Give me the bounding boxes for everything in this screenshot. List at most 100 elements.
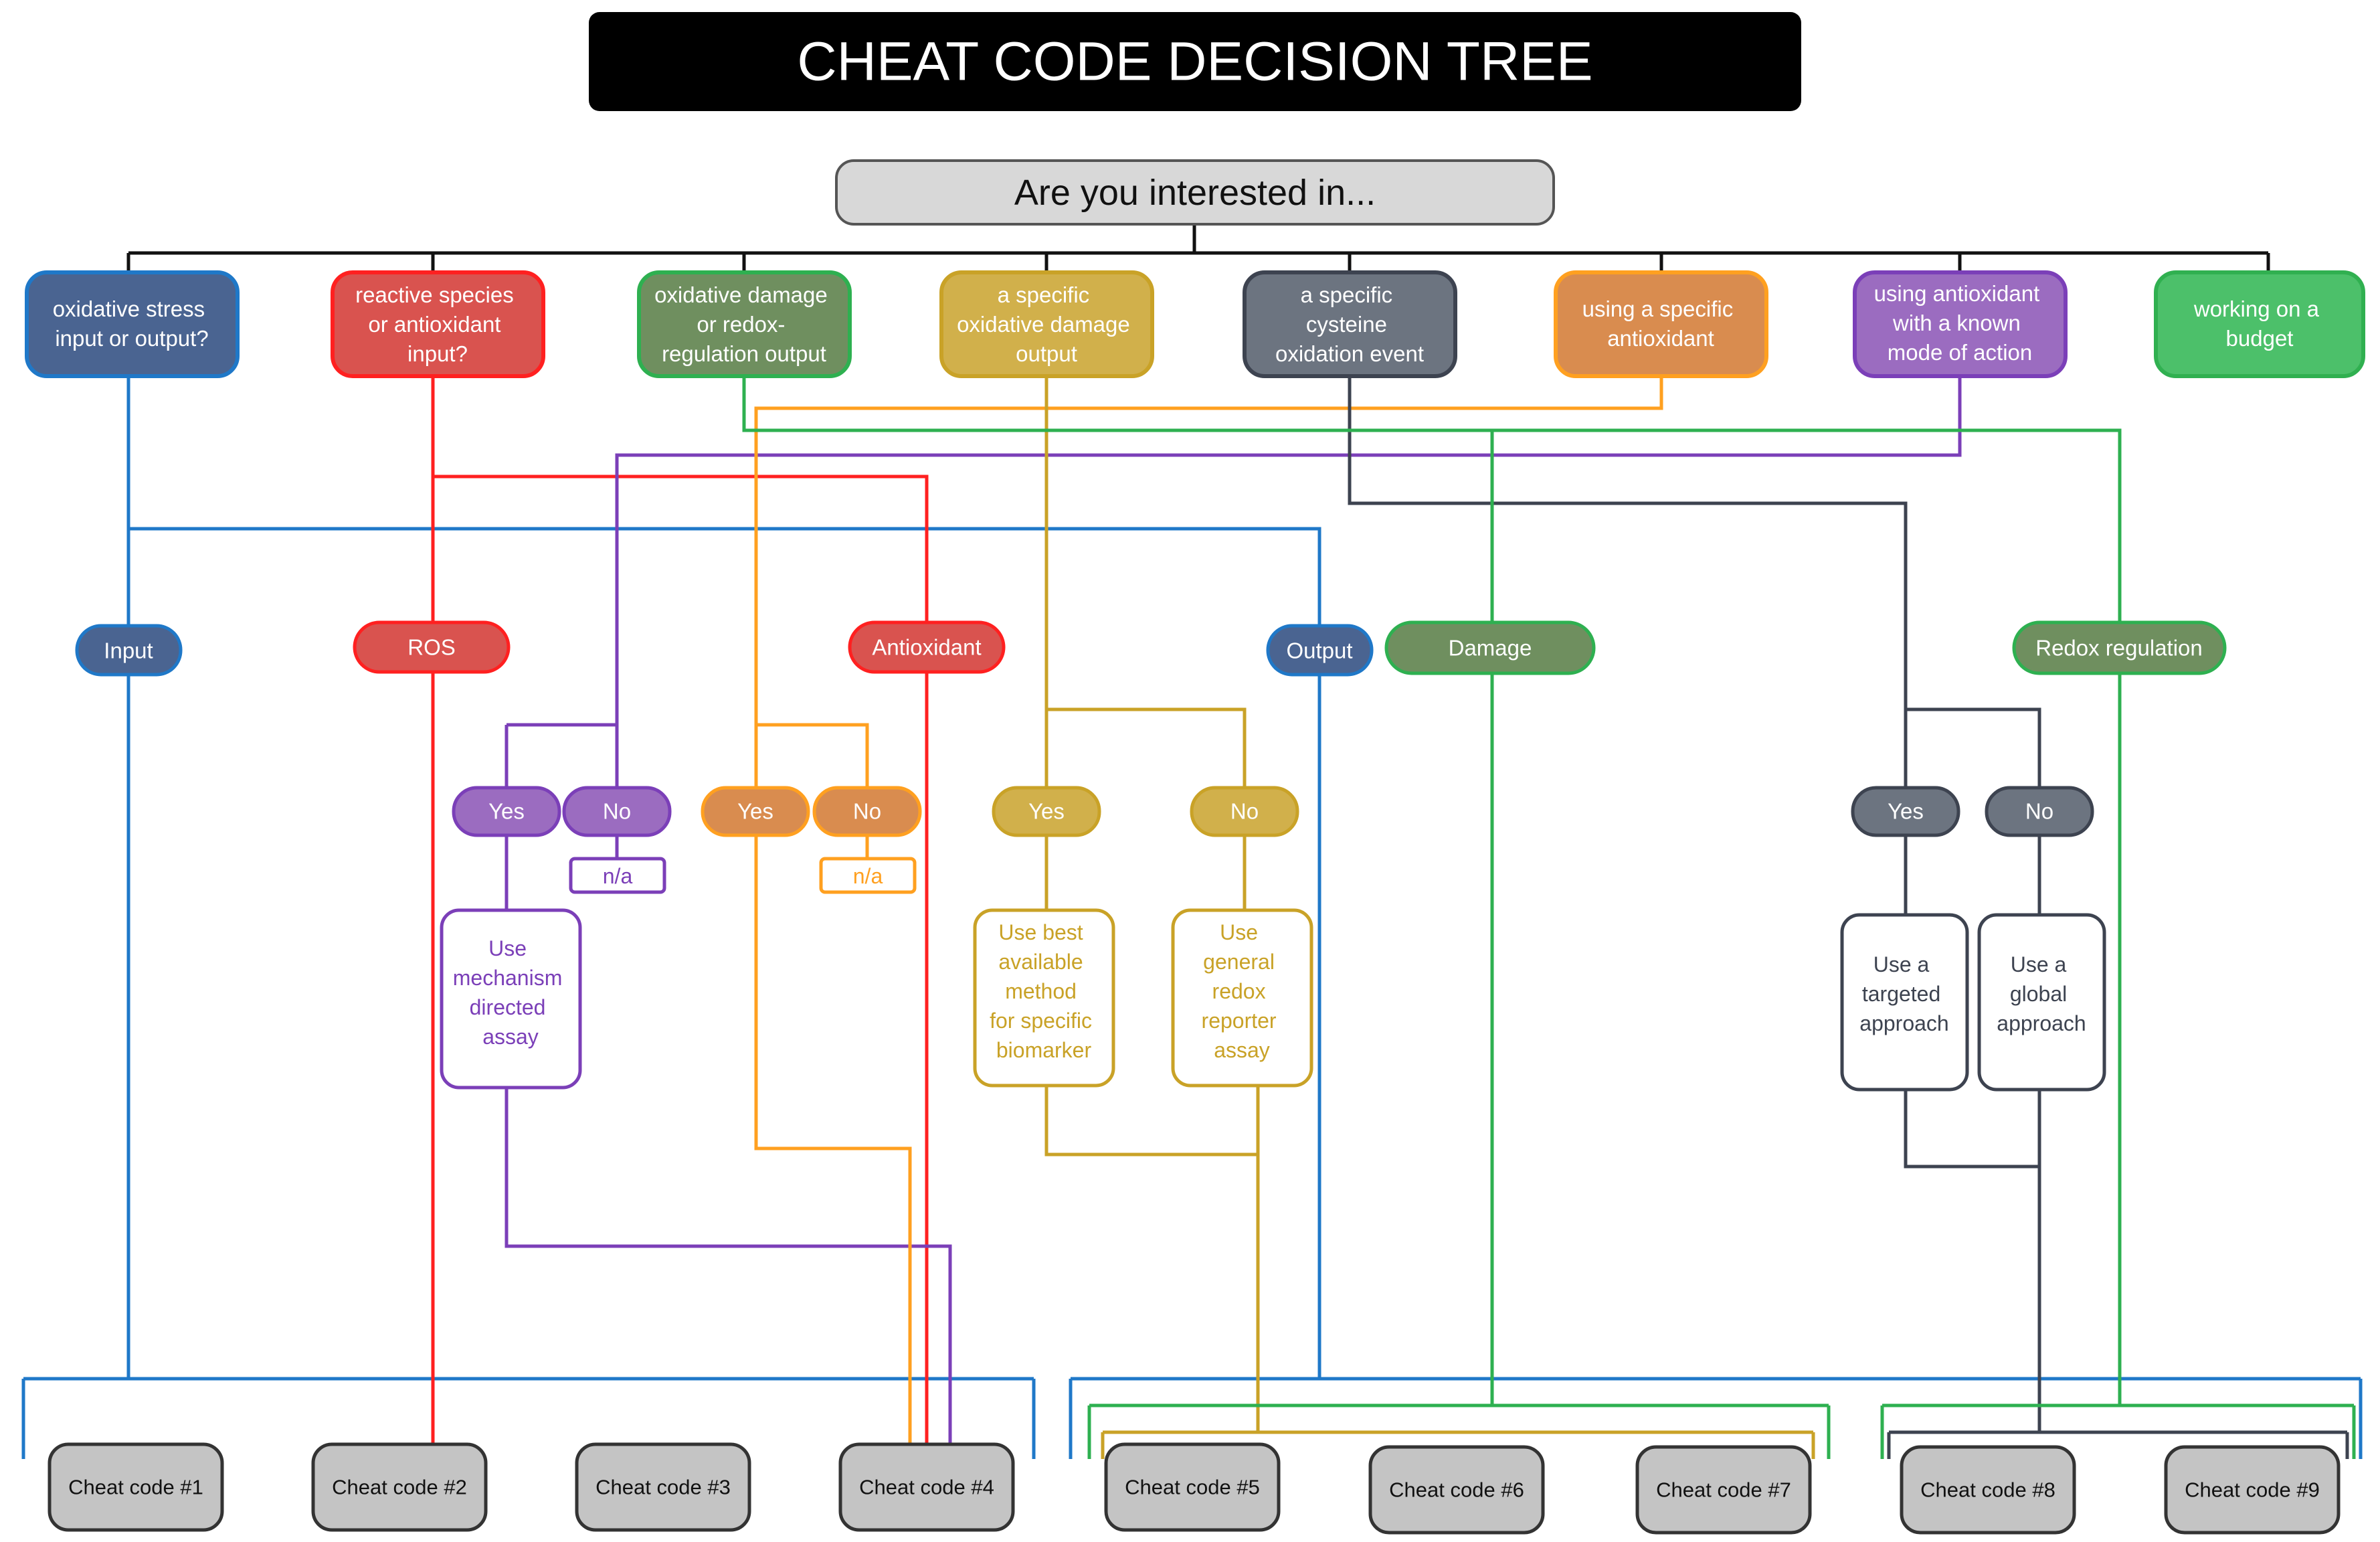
outcome-line: Use a	[2011, 952, 2067, 976]
outcome-line: mechanism	[453, 966, 563, 990]
outcome-line: reporter	[1202, 1009, 1277, 1033]
blue-paths	[21, 375, 2363, 1459]
root-question-box: Are you interested in...	[835, 159, 1555, 226]
subcategory-row: Input ROS Antioxidant Output Damage Redo…	[75, 620, 2227, 677]
outcome-line: biomarker	[996, 1038, 1092, 1062]
category-line: regulation output	[662, 341, 826, 366]
outcome-line: Use	[488, 936, 527, 960]
purple-no-label: No	[603, 799, 631, 824]
category-line: output	[1016, 341, 1077, 366]
outcome-boxes: Use mechanism directed assay Use best av…	[440, 908, 2106, 1092]
slate-yes-pill	[1851, 786, 1960, 837]
category-line: reactive species	[355, 282, 514, 307]
global-outcome-text: Use a global approach	[1997, 952, 2086, 1035]
na-boxes: n/a n/a	[569, 857, 917, 894]
damage-pill-label: Damage	[1449, 636, 1532, 661]
general-reporter-outcome-text: Use general redox reporter assay	[1202, 920, 1283, 1062]
outcome-line: Use a	[1873, 952, 1930, 976]
slate-no-pill	[1985, 786, 2094, 837]
purple-na-box	[569, 857, 666, 894]
root-question-text: Are you interested in...	[1014, 173, 1376, 213]
gold-yes-label: Yes	[1028, 799, 1065, 824]
cheat-code-8-box	[1900, 1445, 2076, 1535]
title-text: CHEAT CODE DECISION TREE	[797, 31, 1592, 92]
category-line: input or output?	[55, 326, 208, 351]
targeted-outcome-text: Use a targeted approach	[1859, 952, 1948, 1035]
cheat-code-9-box	[2164, 1445, 2341, 1535]
title-banner: CHEAT CODE DECISION TREE	[589, 12, 1801, 111]
category-specific-damage-box	[939, 270, 1154, 378]
root-bar	[126, 224, 2270, 274]
category-oxidative-damage-box	[637, 270, 852, 378]
category-specific-cysteine-text: a specific cysteine oxidation event	[1275, 282, 1424, 366]
outcome-line: targeted	[1862, 982, 1940, 1006]
ros-pill	[353, 620, 511, 674]
cheat-code-1-label: Cheat code #1	[68, 1476, 203, 1499]
purple-paths	[505, 376, 1962, 1444]
category-known-moa-text: using antioxidant with a known mode of a…	[1874, 281, 2046, 365]
category-line: oxidative stress	[53, 296, 205, 321]
orange-paths	[754, 376, 1663, 1444]
outcome-line: available	[998, 950, 1083, 974]
cheat-code-7-box	[1635, 1445, 1812, 1535]
category-reactive-species-text: reactive species or antioxidant input?	[355, 282, 520, 366]
antioxidant-pill-label: Antioxidant	[872, 635, 981, 660]
category-line: budget	[2226, 326, 2294, 351]
cheat-code-3-label: Cheat code #3	[596, 1476, 731, 1499]
outcome-line: assay	[482, 1025, 539, 1049]
cheat-code-5-label: Cheat code #5	[1125, 1476, 1260, 1499]
output-pill	[1266, 624, 1374, 677]
orange-yes-label: Yes	[737, 799, 773, 824]
cheat-code-9-label: Cheat code #9	[2185, 1478, 2320, 1502]
orange-na-label: n/a	[853, 864, 883, 888]
category-line: oxidative damage	[957, 312, 1130, 337]
redox-regulation-pill	[2012, 620, 2227, 675]
cheat-code-8-label: Cheat code #8	[1920, 1478, 2055, 1502]
category-line: antioxidant	[1607, 326, 1714, 351]
outcome-line: for specific	[990, 1009, 1092, 1033]
category-specific-damage-text: a specific oxidative damage output	[957, 282, 1136, 366]
category-oxidative-stress-text: oxidative stress input or output?	[53, 296, 211, 351]
mechanism-outcome-box	[440, 908, 582, 1090]
category-line: a specific	[998, 282, 1090, 307]
category-reactive-species-box	[331, 270, 545, 378]
cheat-code-4-label: Cheat code #4	[859, 1476, 994, 1499]
purple-yes-label: Yes	[488, 799, 525, 824]
category-row: oxidative stress input or output? reacti…	[25, 270, 2365, 378]
input-pill-label: Input	[104, 638, 153, 663]
purple-yes-pill	[452, 786, 561, 837]
category-specific-cysteine-box	[1243, 270, 1457, 378]
antioxidant-pill	[848, 620, 1006, 674]
category-oxidative-damage-text: oxidative damage or redox- regulation ou…	[654, 282, 834, 366]
category-line: with a known	[1892, 311, 2021, 335]
slate-no-label: No	[2025, 799, 2053, 824]
slate-yes-label: Yes	[1888, 799, 1924, 824]
category-line: cysteine	[1306, 312, 1387, 337]
targeted-outcome-box	[1840, 913, 1969, 1092]
cheat-code-row: Cheat code #1 Cheat code #2 Cheat code #…	[48, 1442, 2341, 1535]
category-line: working on a	[2193, 296, 2320, 321]
cheat-code-6-label: Cheat code #6	[1389, 1478, 1524, 1502]
outcome-line: directed	[470, 995, 546, 1019]
cheat-code-4-box	[838, 1442, 1015, 1532]
category-line: or redox-	[697, 312, 785, 337]
orange-na-box	[819, 857, 917, 894]
orange-no-pill	[812, 786, 922, 837]
outcome-line: assay	[1214, 1038, 1270, 1062]
cheat-code-2-label: Cheat code #2	[332, 1476, 467, 1499]
category-line: mode of action	[1888, 340, 2032, 365]
cheat-code-5-box	[1104, 1442, 1281, 1532]
outcome-line: Use best	[998, 920, 1083, 944]
category-known-moa-box	[1853, 270, 2068, 378]
best-method-outcome-box	[973, 908, 1115, 1088]
connectors	[21, 224, 2363, 1459]
category-line: oxidation event	[1275, 341, 1424, 366]
gold-no-pill	[1190, 786, 1299, 837]
category-oxidative-stress-box	[25, 270, 240, 378]
category-budget-box	[2154, 270, 2365, 378]
output-pill-label: Output	[1286, 638, 1352, 663]
best-method-outcome-text: Use best available method for specific b…	[990, 920, 1098, 1062]
category-line: or antioxidant	[368, 312, 500, 337]
cheat-code-1-box	[48, 1442, 224, 1532]
